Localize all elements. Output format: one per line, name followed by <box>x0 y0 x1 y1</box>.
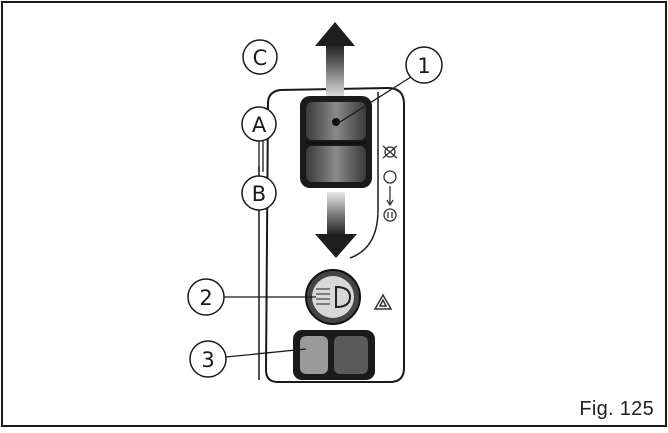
figure-caption: Fig. 125 <box>579 398 654 420</box>
svg-text:C: C <box>253 46 268 70</box>
svg-text:B: B <box>252 182 266 206</box>
hazard-triangle-icon <box>373 293 393 310</box>
off-circle-icon <box>386 186 394 207</box>
position-label-c: C <box>242 39 278 75</box>
svg-text:2: 2 <box>199 286 212 310</box>
svg-text:1: 1 <box>417 54 430 78</box>
arrow-up-icon <box>315 22 355 100</box>
callout-2: 2 <box>187 278 316 316</box>
position-label-a: A <box>241 106 277 172</box>
callout-3: 3 <box>189 340 307 378</box>
parking-light-icon <box>383 170 397 184</box>
dimmer-switch <box>300 96 372 188</box>
horizontal-button <box>293 330 375 380</box>
arrow-down-icon <box>315 192 357 258</box>
svg-text:A: A <box>252 113 267 137</box>
flash-headlight-icon <box>305 269 361 325</box>
position-label-b: B <box>241 175 277 211</box>
svg-text:3: 3 <box>201 348 214 372</box>
callout-1: 1 <box>339 46 443 123</box>
headlight-icon <box>383 208 397 222</box>
fog-light-icon <box>382 145 398 159</box>
